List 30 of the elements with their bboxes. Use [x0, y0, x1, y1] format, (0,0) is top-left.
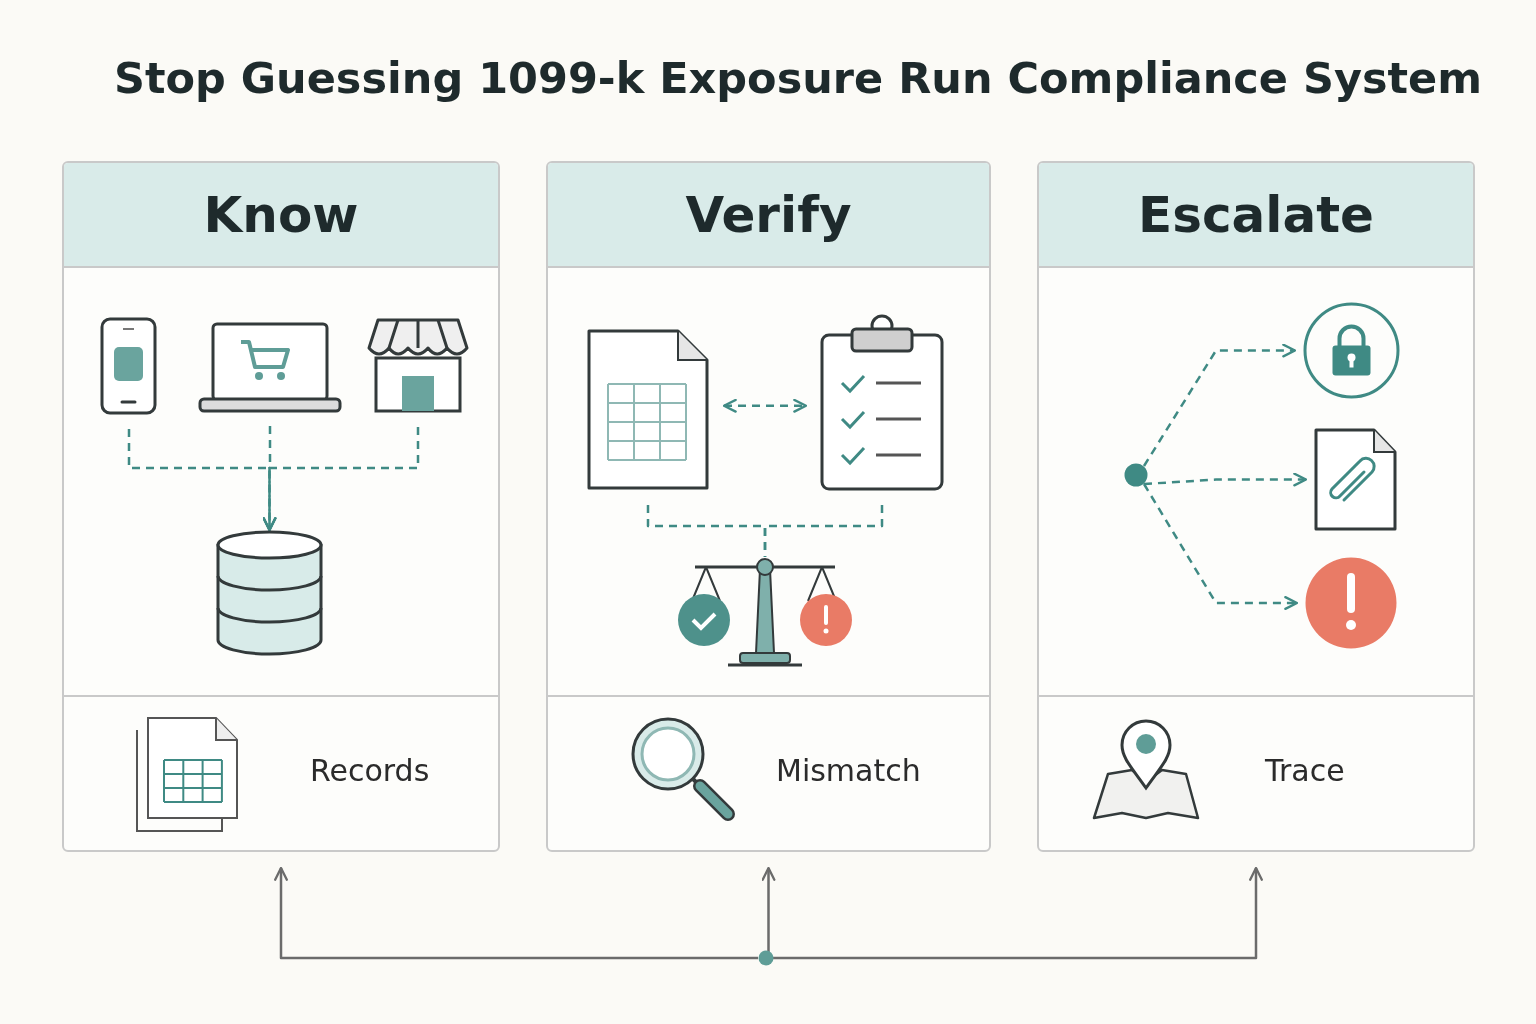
panel-heading: Verify: [548, 163, 989, 268]
dashed-arrow: [722, 398, 808, 413]
balance-scale-icon: [676, 557, 854, 667]
arrow: [274, 866, 758, 960]
junction-dot: [1124, 463, 1148, 487]
panel-card: [62, 161, 500, 852]
panel-label: Mismatch: [776, 752, 921, 790]
panel-card: [546, 161, 991, 852]
attachment-document-icon: [1314, 428, 1397, 531]
panel-label: Records: [310, 752, 430, 790]
dashed-arrow: [262, 427, 420, 532]
database-icon: [216, 530, 323, 654]
panel-label: Trace: [1265, 752, 1345, 790]
storefront-icon: [368, 318, 468, 413]
arrow: [761, 866, 776, 960]
phone-icon: [100, 317, 157, 415]
laptop-cart-icon: [199, 322, 341, 412]
dashed-arrow: [1143, 472, 1308, 487]
dashed-arrow: [1142, 483, 1299, 610]
padlock-icon: [1303, 302, 1400, 399]
panel-card: [1037, 161, 1475, 852]
checklist-clipboard-icon: [820, 313, 944, 491]
alert-icon: [1305, 557, 1397, 649]
panel-heading: Know: [64, 163, 498, 268]
panel-heading: Escalate: [1039, 163, 1473, 268]
dashed-arrow: [1142, 343, 1297, 467]
junction-dot: [758, 950, 774, 966]
arrow: [774, 866, 1263, 960]
spreadsheet-document-icon: [586, 328, 710, 491]
title: Stop Guessing 1099-k Exposure Run Compliance System: [113, 52, 1483, 105]
